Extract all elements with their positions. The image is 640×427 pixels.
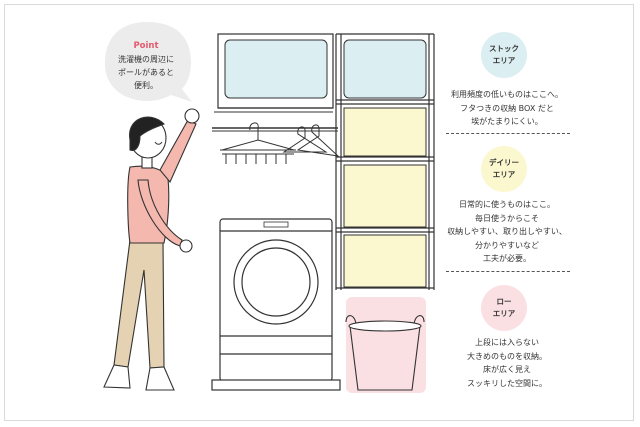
description-line: 収納しやすい、取り出しやすい、 <box>447 227 567 236</box>
description-line: フタつきの収納 BOX だと <box>460 103 554 113</box>
upper-left-shelf <box>214 33 334 113</box>
description-line: 日常的に使うものはここ。 <box>459 200 555 209</box>
low-area-label: ロー エリア <box>481 285 527 331</box>
speech-bubble <box>104 22 192 102</box>
zone-name: デイリー <box>489 158 519 167</box>
description-line: スッキリした空間に。 <box>467 378 547 388</box>
point-line: 洗濯機の周辺に <box>118 55 174 64</box>
zone-name: ストック <box>489 44 519 53</box>
daily-box-2 <box>343 164 427 228</box>
description-line: 大きめのものを収納。 <box>467 351 547 361</box>
right-shelf-frame <box>335 33 435 290</box>
hanging-pole <box>212 127 338 132</box>
daily-area-label: デイリー エリア <box>481 146 527 192</box>
description-line: 毎日使うからこそ <box>475 213 539 223</box>
point-line: ポールがあると <box>118 68 174 77</box>
stock-box-right <box>343 39 427 99</box>
description-line: 工夫が必要。 <box>483 254 531 263</box>
daily-box-1 <box>343 107 427 157</box>
point-line: 便利。 <box>134 81 158 90</box>
dashed-divider <box>446 133 570 134</box>
description-line: 分かりやすいなど <box>475 240 539 250</box>
daily-box-3 <box>343 234 427 288</box>
description-line: 上段には入らない <box>475 338 539 347</box>
zone-name: エリア <box>492 309 516 318</box>
dashed-divider <box>446 271 570 272</box>
point-title: Point <box>133 41 159 51</box>
stock-area-description: 利用頻度の低いものはここへ。 フタつきの収納 BOX だと 埃がたまりにくい。 <box>432 88 582 129</box>
daily-area-description: 日常的に使うものはここ。 毎日使うからこそ 収納しやすい、取り出しやすい、 分か… <box>432 198 582 266</box>
zone-name: ロー <box>496 297 512 306</box>
zone-name: エリア <box>492 56 516 65</box>
description-line: 床が広く見え <box>483 365 531 374</box>
description-line: 利用頻度の低いものはここへ。 <box>451 90 563 99</box>
laundry-basket <box>345 315 425 391</box>
zone-name: エリア <box>492 170 516 179</box>
shirt-hangers <box>282 124 340 157</box>
low-area-description: 上段には入らない 大きめのものを収納。 床が広く見え スッキリした空間に。 <box>432 336 582 390</box>
clip-hanger <box>220 122 296 164</box>
stock-area-label: ストック エリア <box>481 32 527 78</box>
point-bubble-text: Point 洗濯機の周辺に ポールがあると 便利。 <box>110 40 182 92</box>
washing-machine <box>211 218 341 391</box>
person <box>103 108 200 391</box>
description-line: 埃がたまりにくい。 <box>471 117 543 126</box>
